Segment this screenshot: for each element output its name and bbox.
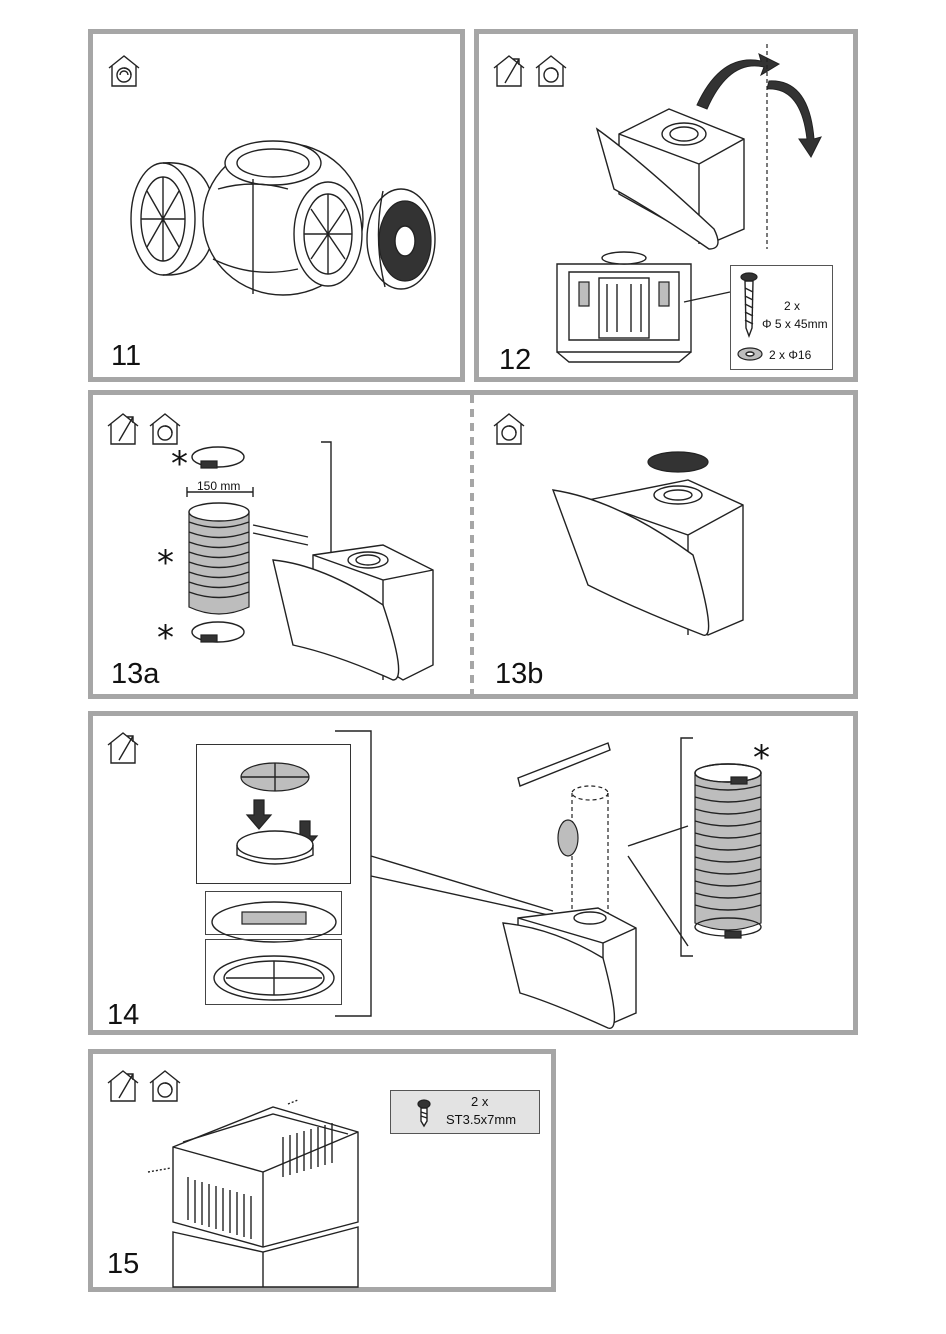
ducted-mode-icon xyxy=(105,411,141,447)
screw-size-label: Φ 5 x 45mm xyxy=(762,317,828,331)
recirculation-mode-icon xyxy=(147,1068,183,1104)
screw-kit-box: 2 x ST3.5x7mm xyxy=(390,1090,540,1134)
recirculation-mode-icon xyxy=(491,411,527,447)
screw-quantity-label: 2 x xyxy=(784,299,800,313)
step-number: 13b xyxy=(495,658,543,691)
step-number: 15 xyxy=(107,1248,139,1281)
chimney-cover-illustration xyxy=(143,1102,373,1292)
step-number: 11 xyxy=(111,340,141,373)
fastener-kit-box: 2 x Φ 5 x 45mm 2 x Φ16 xyxy=(730,265,833,370)
screw-icon xyxy=(739,272,759,338)
hood-13b-with-carbon-filter-illustration xyxy=(548,445,758,645)
hood-13a-illustration xyxy=(243,505,443,685)
panel-step-13: * * * 150 mm 13a xyxy=(88,390,858,699)
hood-with-duct-illustration xyxy=(498,738,648,1028)
panel-step-14: * 14 xyxy=(88,711,858,1035)
panel-divider xyxy=(470,395,476,695)
screw-icon xyxy=(417,1099,431,1127)
panel-step-15: 2 x ST3.5x7mm 15 xyxy=(88,1049,556,1292)
panel-step-12: 2 x Φ 5 x 45mm 2 x Φ16 12 xyxy=(474,29,858,382)
motor-and-carbon-filters-illustration xyxy=(123,119,443,319)
step-number: 12 xyxy=(499,344,531,377)
screw-quantity-label: 2 x xyxy=(471,1094,488,1109)
step-number: 13a xyxy=(111,658,159,691)
screw-size-label: ST3.5x7mm xyxy=(446,1112,516,1127)
panel-step-11: 11 xyxy=(88,29,465,382)
ducted-mode-icon xyxy=(105,1068,141,1104)
step-number: 14 xyxy=(107,999,139,1032)
optional-part-asterisk: * xyxy=(157,621,174,655)
optional-part-asterisk: * xyxy=(157,546,174,580)
recirculation-mode-icon xyxy=(106,53,142,89)
flexible-duct-illustration xyxy=(691,761,766,951)
washer-icon xyxy=(736,346,764,362)
washer-label: 2 x Φ16 xyxy=(769,348,811,362)
duct-diameter-label: 150 mm xyxy=(197,479,240,493)
